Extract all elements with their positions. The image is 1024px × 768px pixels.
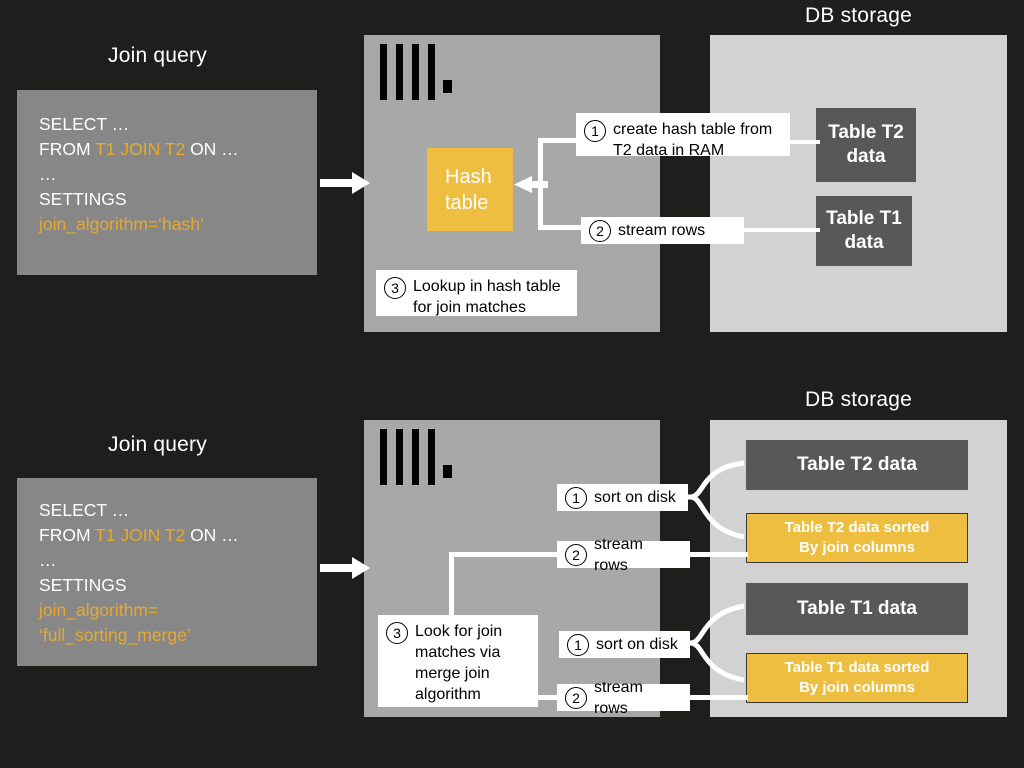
top-callout-1-number: 1 (584, 120, 606, 142)
bottom-db-storage-title: DB storage (804, 388, 913, 411)
top-hash-table-box: Hash table (427, 148, 513, 231)
top-join-query-box: SELECT … FROM T1 JOIN T2 ON … … SETTINGS… (17, 90, 317, 275)
top-callout-stream-rows: 2 stream rows (581, 217, 744, 244)
bottom-query-line-3: … (39, 550, 57, 570)
top-join-query-title: Join query (108, 44, 207, 67)
bottom-callout-t2-stream-text: stream rows (594, 535, 643, 574)
bottom-table-t1-data: Table T1 data (746, 583, 968, 635)
clickhouse-logo-icon (380, 44, 460, 100)
bottom-query-on: ON … (185, 525, 239, 545)
top-callout-3-number: 3 (384, 277, 406, 299)
bottom-callout-t2-stream-number: 2 (565, 543, 587, 566)
bottom-query-line-5: join_algorithm= (39, 600, 159, 620)
bottom-query-line-1: SELECT … (39, 500, 130, 520)
top-table-t1-data: Table T1 data (816, 196, 912, 266)
top-query-to-server-arrow (320, 172, 370, 194)
top-callout-2-number: 2 (589, 219, 611, 242)
bottom-query-to-server-arrow (320, 557, 370, 579)
bottom-join-query-title: Join query (108, 433, 207, 456)
bottom-query-join-expr: T1 JOIN T2 (95, 525, 186, 545)
clickhouse-logo-icon (380, 429, 460, 485)
bottom-callout-t1-sort-on-disk: 1 sort on disk (559, 631, 690, 658)
bottom-table-t2-data: Table T2 data (746, 440, 968, 490)
top-callout-lookup-hash-table: 3 Lookup in hash table for join matches (376, 270, 577, 316)
bottom-callout-t1-sort-text: sort on disk (596, 636, 678, 653)
bottom-query-line-2: FROM T1 JOIN T2 ON … (39, 523, 297, 548)
bottom-callout-t1-stream-text: stream rows (594, 678, 643, 717)
bottom-callout-t1-stream-rows: 2 stream rows (557, 679, 690, 717)
bottom-query-line-4: SETTINGS (39, 575, 127, 595)
top-query-join-expr: T1 JOIN T2 (95, 139, 186, 159)
top-query-from: FROM (39, 139, 96, 159)
top-callout-2-text: stream rows (618, 222, 706, 239)
top-callout-create-hash-table: 1 create hash table from T2 data in RAM (576, 113, 790, 159)
bottom-callout-t2-sort-text: sort on disk (594, 489, 676, 506)
bottom-callout-3-number: 3 (386, 622, 408, 644)
top-callout-3-text: Lookup in hash table for join matches (413, 278, 561, 316)
bottom-callout-t2-sort-number: 1 (565, 486, 587, 509)
bottom-query-from: FROM (39, 525, 96, 545)
top-query-on: ON … (185, 139, 239, 159)
top-db-storage-title: DB storage (804, 4, 913, 27)
top-query-line-3: … (39, 164, 57, 184)
top-query-line-2: FROM T1 JOIN T2 ON … (39, 137, 297, 162)
top-db-storage-panel (710, 35, 1007, 332)
bottom-callout-t1-stream-number: 2 (565, 686, 587, 709)
bottom-callout-3-text: Look for join matches via merge join alg… (415, 623, 503, 703)
top-query-line-1: SELECT … (39, 114, 130, 134)
bottom-callout-t2-stream-rows: 2 stream rows (557, 536, 690, 574)
bottom-join-query-box: SELECT … FROM T1 JOIN T2 ON … … SETTINGS… (17, 478, 317, 666)
bottom-table-t1-data-sorted: Table T1 data sorted By join columns (746, 653, 968, 703)
bottom-query-line-6: ‘full_sorting_merge’ (39, 625, 191, 645)
top-query-line-4: SETTINGS (39, 189, 127, 209)
bottom-callout-merge-join: 3 Look for join matches via merge join a… (378, 615, 538, 707)
bottom-callout-t1-sort-number: 1 (567, 633, 589, 656)
bottom-table-t2-data-sorted: Table T2 data sorted By join columns (746, 513, 968, 563)
bottom-callout-t2-sort-on-disk: 1 sort on disk (557, 484, 688, 511)
top-query-line-5: join_algorithm=‘hash’ (39, 214, 204, 234)
top-table-t2-data: Table T2 data (816, 108, 916, 182)
top-callout-1-text: create hash table from T2 data in RAM (613, 121, 773, 159)
